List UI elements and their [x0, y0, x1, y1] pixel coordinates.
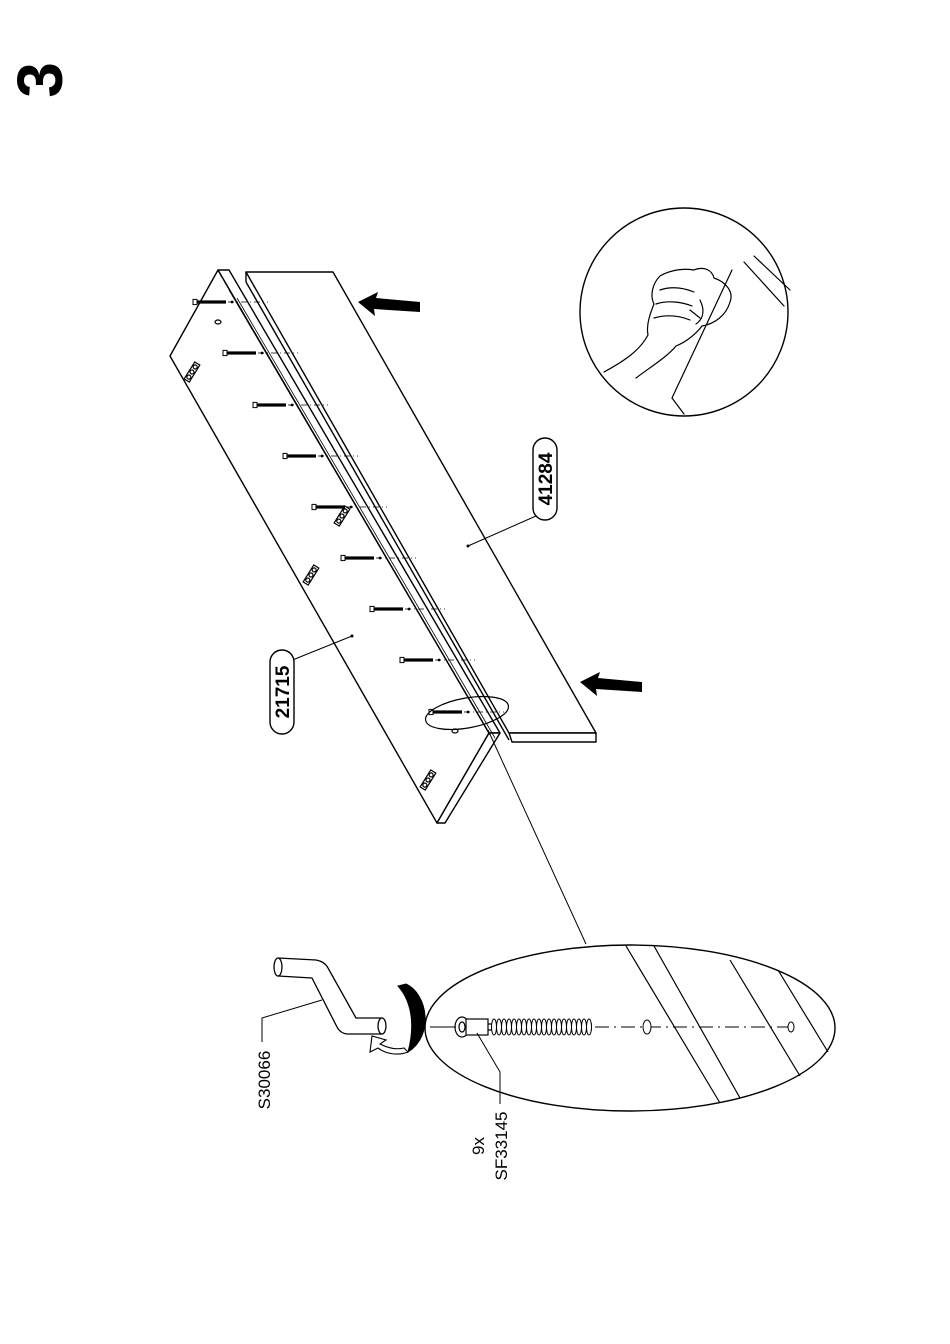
screw-thread — [517, 1019, 522, 1035]
screw-thread — [562, 1019, 567, 1035]
step-number-text: 3 — [4, 62, 76, 98]
screw-code: SF33145 — [492, 1112, 511, 1181]
screw-thread — [567, 1019, 572, 1035]
screw-thread — [497, 1019, 502, 1035]
zoom-detail — [425, 945, 835, 1111]
screw-thread — [577, 1019, 582, 1035]
screw-thread — [512, 1019, 517, 1035]
shelf-panel-code: 41284 — [536, 452, 557, 505]
screw-thread — [557, 1019, 562, 1035]
screw-thread — [527, 1019, 532, 1035]
back-panel-code: 21715 — [273, 665, 294, 718]
arrow-icon — [358, 292, 420, 316]
step-number: 3 — [4, 62, 76, 98]
screw-thread — [582, 1019, 587, 1035]
screw-thread — [492, 1019, 497, 1035]
screw-quantity: 9x — [469, 1137, 488, 1155]
screw-thread — [502, 1019, 507, 1035]
screw-thread — [547, 1019, 552, 1035]
screw-thread — [537, 1019, 542, 1035]
screw-thread — [532, 1019, 537, 1035]
tool-code: S30066 — [255, 1051, 274, 1110]
pin-hole-top — [215, 320, 221, 324]
screw-thread — [587, 1019, 592, 1035]
hand-detail — [580, 208, 790, 416]
screw-thread — [507, 1019, 512, 1035]
detail-leader-line — [488, 730, 586, 944]
screw-thread — [542, 1019, 547, 1035]
label-tool: S30066 — [255, 1000, 322, 1109]
screw-thread — [552, 1019, 557, 1035]
hex-key-icon — [274, 958, 386, 1034]
screw-thread — [572, 1019, 577, 1035]
screw-thread — [522, 1019, 527, 1035]
arrow-icon — [580, 672, 642, 696]
